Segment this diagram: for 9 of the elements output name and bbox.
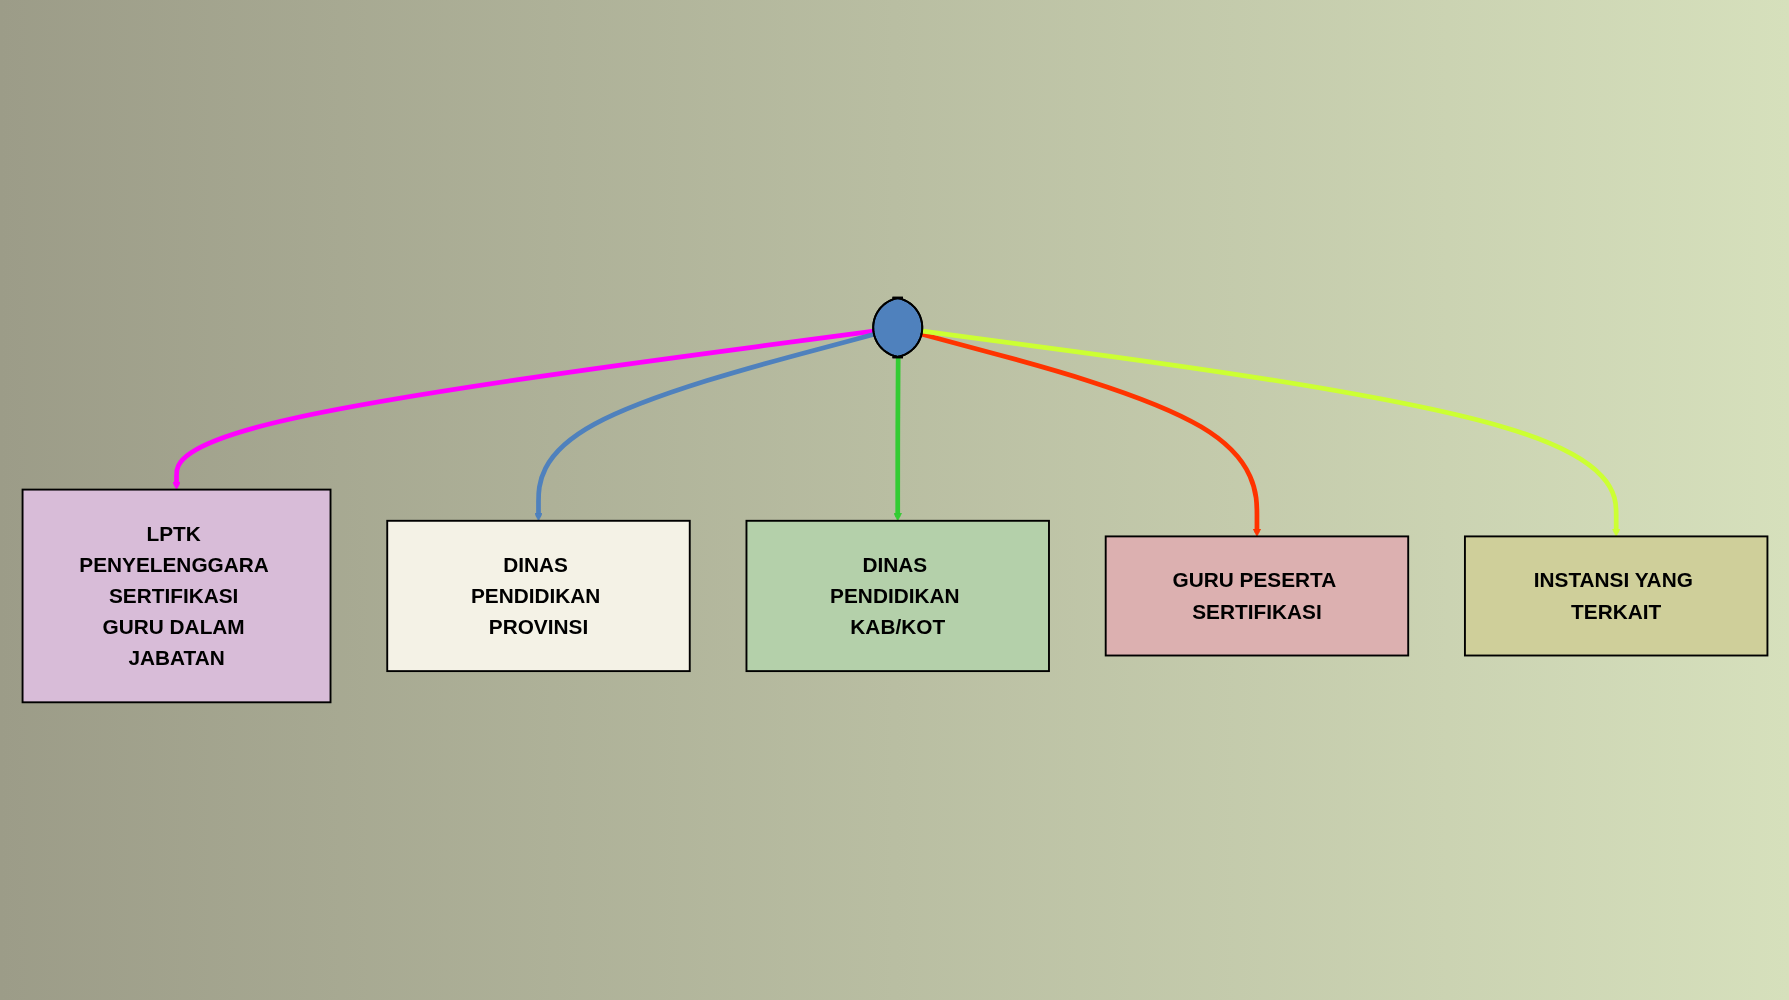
node-box: DINAS PENDIDIKAN KAB/KOT [745, 519, 1050, 673]
node-box: DINAS PENDIDIKAN PROVINSI [385, 519, 691, 673]
node-box: INSTANSI YANG TERKAIT [1463, 535, 1768, 657]
arrow [893, 357, 902, 522]
arrow [920, 332, 1261, 537]
arrow [921, 328, 1620, 537]
node-box: LPTK PENYELENGGARA SERTIFIKASI GURU DALAM JABATAN [21, 488, 331, 704]
arrow [533, 332, 875, 522]
node-box: GURU PESERTA SERTIFIKASI [1104, 535, 1409, 657]
